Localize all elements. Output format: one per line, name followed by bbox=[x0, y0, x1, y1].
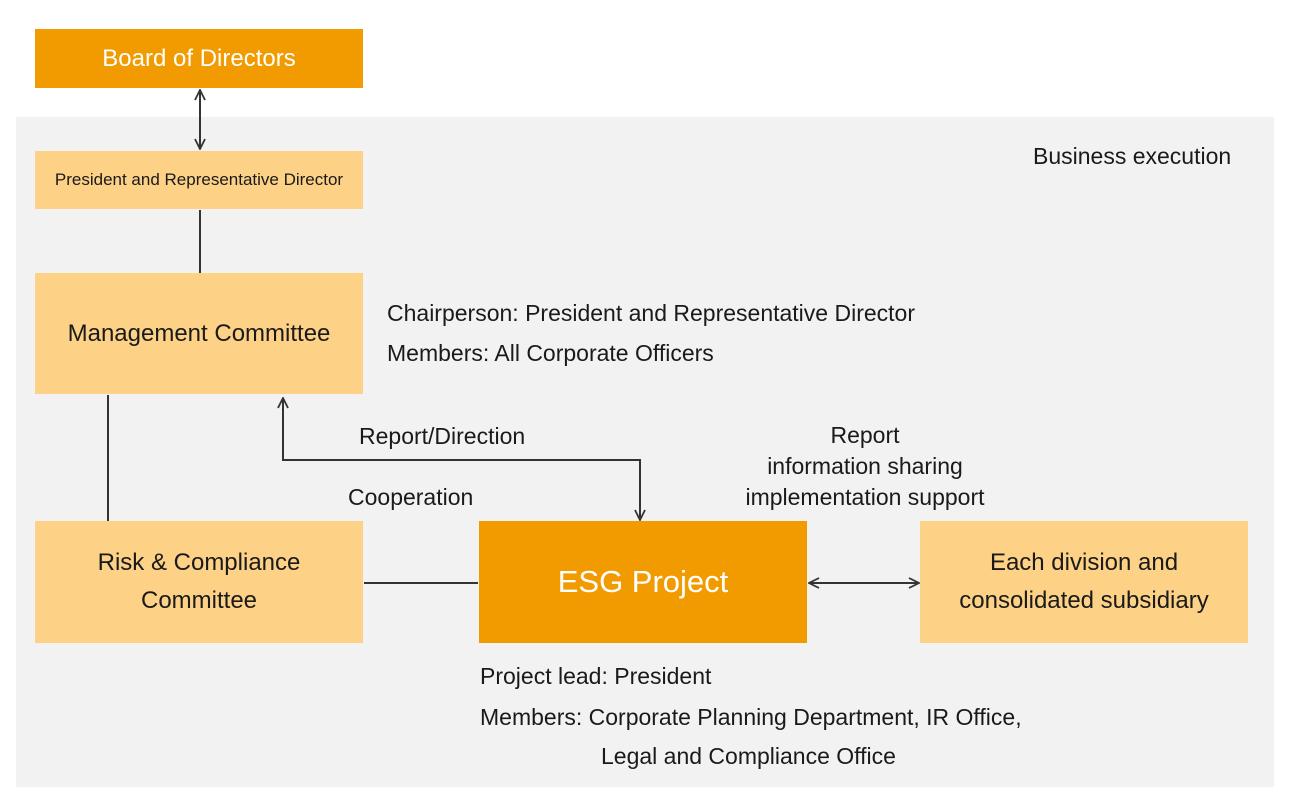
board-of-directors-label: Board of Directors bbox=[102, 44, 296, 72]
risk-committee-line2: Committee bbox=[140, 587, 258, 614]
management-members-text: Members: All Corporate Officers bbox=[387, 340, 714, 366]
report-label-line3: implementation support bbox=[745, 484, 985, 510]
management-committee-box: Management Committee bbox=[35, 273, 363, 394]
report-sharing-label: Report information sharing implementatio… bbox=[720, 420, 1010, 513]
divisions-line2: consolidated subsidiary bbox=[959, 587, 1209, 614]
president-label: President and Representative Director bbox=[54, 170, 344, 189]
esg-project-label: ESG Project bbox=[557, 564, 729, 599]
divisions-box: Each division and consolidated subsidiar… bbox=[920, 521, 1248, 643]
cooperation-label: Cooperation bbox=[348, 484, 474, 510]
report-direction-label: Report/Direction bbox=[359, 423, 526, 449]
management-chairperson-text: Chairperson: President and Representativ… bbox=[387, 300, 915, 326]
esg-project-box: ESG Project bbox=[479, 521, 807, 643]
esg-members-line1-text: Members: Corporate Planning Department, … bbox=[480, 704, 1022, 730]
business-execution-label: Business execution bbox=[1033, 143, 1232, 169]
board-of-directors-box: Board of Directors bbox=[35, 29, 363, 88]
esg-members-line2-text: Legal and Compliance Office bbox=[601, 743, 896, 769]
divisions-line1: Each division and bbox=[989, 548, 1179, 576]
report-label-line1: Report bbox=[830, 422, 900, 448]
risk-compliance-committee-box: Risk & Compliance Committee bbox=[35, 521, 363, 643]
report-direction-arrow bbox=[283, 398, 640, 520]
risk-committee-line1: Risk & Compliance bbox=[97, 548, 301, 576]
report-label-line2: information sharing bbox=[767, 453, 963, 479]
esg-project-lead-text: Project lead: President bbox=[480, 663, 712, 689]
management-committee-label: Management Committee bbox=[67, 319, 331, 347]
president-box: President and Representative Director bbox=[35, 151, 363, 209]
